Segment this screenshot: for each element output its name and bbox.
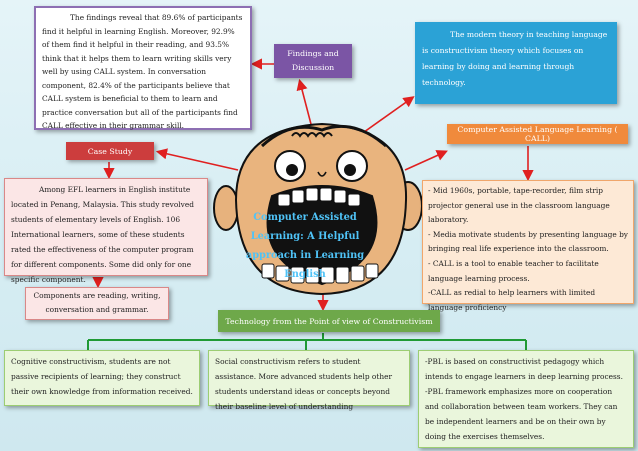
arrow-to-call (404, 150, 448, 171)
modern-theory-box: The modern theory in teaching language i… (415, 22, 617, 104)
components-text: Components are reading, writing, convers… (33, 291, 161, 314)
cognitive-text: Cognitive constructivism, students are n… (11, 357, 193, 396)
pbl-point: -PBL framework emphasizes more on cooper… (425, 387, 618, 441)
call-points-box: - Mid 1960s, portable, tape-recorder, fi… (422, 180, 634, 312)
constructivism-label: Technology from the Point of view of Con… (218, 310, 440, 332)
findings-text: The findings reveal that 89.6% of partic… (42, 13, 243, 130)
case-study-label: Case Study (66, 142, 154, 160)
pbl-box: -PBL is based on constructivist pedagogy… (418, 350, 634, 448)
findings-text-box: The findings reveal that 89.6% of partic… (34, 6, 252, 130)
constructivism-tree-lines (87, 333, 527, 350)
call-point: - Mid 1960s, portable, tape-recorder, fi… (428, 186, 610, 225)
pbl-point: -PBL is based on constructivist pedagogy… (425, 357, 623, 381)
call-point: -CALL as redial to help learners with li… (428, 288, 596, 312)
center-title: Computer Assisted Learning: A Helpful ap… (245, 212, 365, 280)
findings-label: Findings and Discussion (274, 44, 352, 78)
social-text: Social constructivism refers to student … (215, 357, 393, 411)
call-point: - CALL is a tool to enable teacher to fa… (428, 258, 599, 283)
cognitive-box: Cognitive constructivism, students are n… (4, 350, 200, 406)
modern-theory-text: The modern theory in teaching language i… (422, 30, 608, 87)
call-label: Computer Assisted Language Learning ( CA… (447, 124, 628, 144)
call-point: - Media motivate students by presenting … (428, 229, 628, 254)
social-box: Social constructivism refers to student … (208, 350, 410, 411)
case-study-text-box: Among EFL learners in English institute … (4, 178, 208, 284)
components-box: Components are reading, writing, convers… (25, 287, 169, 320)
arrow-to-findings (296, 78, 313, 129)
cartoon-face-icon (213, 122, 423, 296)
arrow-to-case-study (155, 148, 239, 171)
case-study-text: Among EFL learners in English institute … (11, 185, 194, 284)
